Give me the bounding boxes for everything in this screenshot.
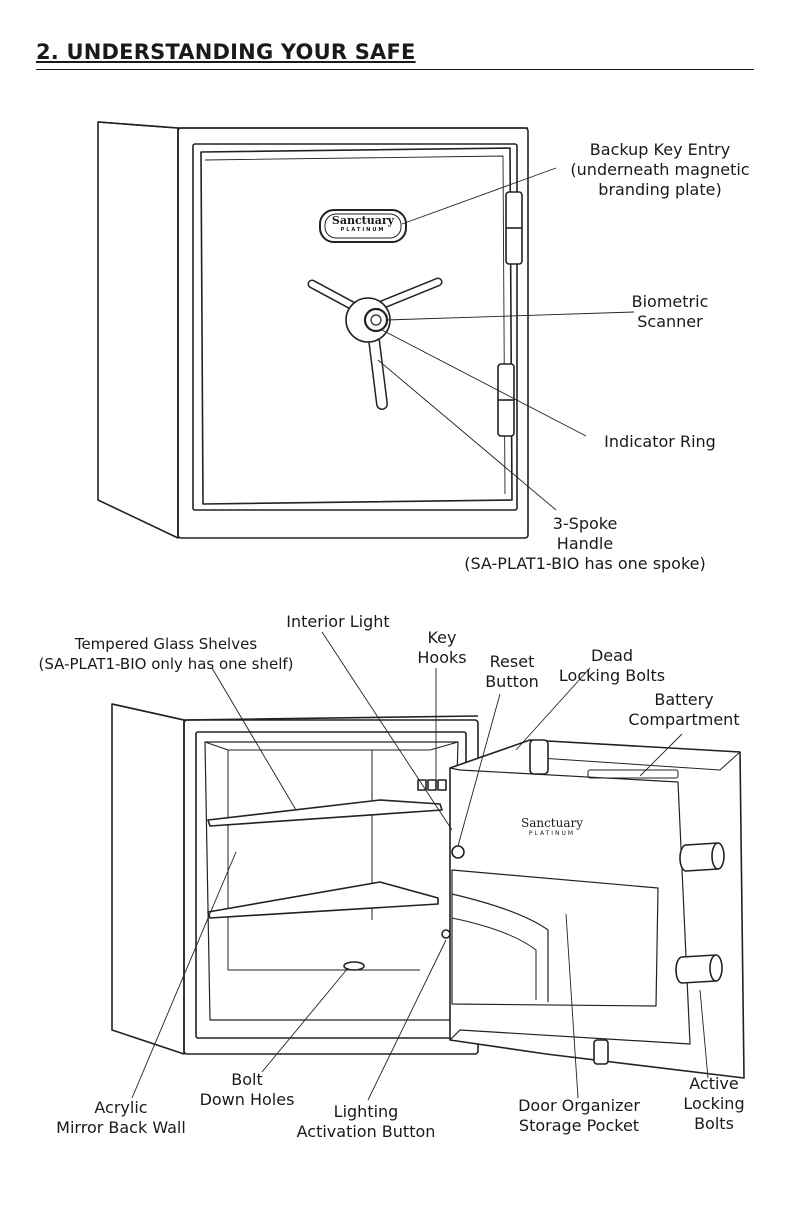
label-three-spoke-handle: 3-Spoke Handle (SA-PLAT1-BIO has one spo…: [440, 514, 730, 574]
label-indicator-ring: Indicator Ring: [590, 432, 730, 452]
label-line: Down Holes: [199, 1090, 295, 1109]
label-reset-button: Reset Button: [478, 652, 546, 692]
title-rule: [36, 69, 754, 70]
label-interior-light: Interior Light: [276, 612, 400, 632]
label-biometric-scanner: Biometric Scanner: [610, 292, 730, 332]
closed-safe-illustration: [97, 121, 529, 539]
bolt-down-hole: [343, 961, 365, 971]
brand-name-open: Sanctuary: [520, 816, 584, 830]
label-line: Reset: [489, 652, 535, 671]
label-line: Backup Key Entry: [589, 140, 731, 159]
label-line: Storage Pocket: [518, 1116, 640, 1135]
label-active-locking-bolts: Active Locking Bolts: [672, 1074, 756, 1134]
active-locking-bolts: [675, 842, 725, 984]
label-tempered-glass-shelves: Tempered Glass Shelves (SA-PLAT1-BIO onl…: [4, 634, 328, 674]
label-dead-locking-bolts: Dead Locking Bolts: [548, 646, 676, 686]
label-line: Handle: [556, 534, 614, 553]
label-bolt-down-holes: Bolt Down Holes: [192, 1070, 302, 1110]
label-line: (underneath magnetic: [570, 160, 750, 179]
label-line: Hooks: [417, 648, 467, 667]
brand-tier-open: PLATINUM: [528, 830, 576, 837]
label-line: Dead: [590, 646, 634, 665]
label-line: 3-Spoke: [552, 514, 618, 533]
inner-door-brand: Sanctuary PLATINUM: [510, 816, 594, 838]
label-battery-compartment: Battery Compartment: [620, 690, 748, 730]
label-line: Tempered Glass Shelves: [74, 635, 258, 653]
biometric-scanner: [363, 307, 389, 333]
label-line: Bolt: [231, 1070, 263, 1089]
label-line: Scanner: [637, 312, 703, 331]
label-line: Indicator Ring: [604, 432, 716, 451]
label-line: (SA-PLAT1-BIO has one spoke): [464, 554, 706, 573]
label-lighting-activation-button: Lighting Activation Button: [286, 1102, 446, 1142]
label-line: (SA-PLAT1-BIO only has one shelf): [38, 655, 294, 673]
label-key-hooks: Key Hooks: [410, 628, 474, 668]
brand-tier-closed: PLATINUM: [340, 227, 386, 233]
label-line: Mirror Back Wall: [56, 1118, 186, 1137]
open-safe-illustration: [111, 703, 745, 1079]
three-spoke-handle: [307, 277, 443, 410]
label-line: Key: [427, 628, 457, 647]
label-line: Active: [689, 1074, 739, 1093]
label-line: Compartment: [628, 710, 740, 729]
label-line: Activation Button: [296, 1122, 436, 1141]
label-line: Bolts: [694, 1114, 734, 1133]
label-line: Interior Light: [286, 612, 390, 631]
brand-plate: [319, 209, 407, 243]
leader-lines: [131, 167, 709, 1101]
page-title: 2. UNDERSTANDING YOUR SAFE: [36, 40, 416, 64]
label-line: Lighting: [333, 1102, 399, 1121]
label-backup-key-entry: Backup Key Entry (underneath magnetic br…: [560, 140, 760, 200]
label-line: Locking: [683, 1094, 745, 1113]
brand-name-closed: Sanctuary: [331, 214, 395, 227]
label-door-organizer-storage-pocket: Door Organizer Storage Pocket: [506, 1096, 652, 1136]
label-line: Biometric: [631, 292, 709, 311]
label-line: Battery: [654, 690, 714, 709]
label-line: Locking Bolts: [558, 666, 666, 685]
label-line: Acrylic: [94, 1098, 148, 1117]
label-line: branding plate): [598, 180, 722, 199]
glass-shelves: [207, 799, 443, 919]
label-line: Door Organizer: [518, 1096, 640, 1115]
label-acrylic-mirror-back-wall: Acrylic Mirror Back Wall: [46, 1098, 196, 1138]
label-line: Button: [485, 672, 539, 691]
brand-plate-text: Sanctuary PLATINUM: [322, 214, 404, 234]
